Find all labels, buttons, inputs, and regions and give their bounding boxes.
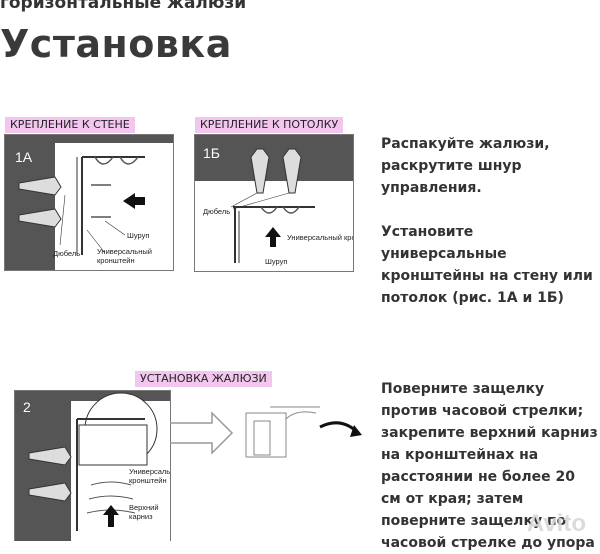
fig1b-bracket-label: Универсальный кронштейн (287, 233, 353, 242)
fig1b-tag: КРЕПЛЕНИЕ К ПОТОЛКУ (195, 117, 344, 133)
fig1a-dowel-label: Дюбель (53, 249, 81, 258)
fig2-number: 2 (23, 399, 31, 415)
fig1a-drawing (5, 135, 173, 270)
fig1a-panel: 1А Шуруп Дюбель Универсальный кронштейн (4, 134, 174, 271)
fig2-cornice-label: Верхний карниз (129, 503, 159, 521)
fig1a-bracket-label: Универсальный кронштейн (97, 247, 152, 265)
page-title: Установка (0, 22, 232, 66)
fig1a-number: 1А (15, 149, 33, 165)
fig2-latch-detail (170, 406, 362, 458)
fig1b-drawing (195, 135, 353, 263)
fig1b-screw-label: Шуруп (265, 257, 288, 266)
instructions-block-1: Распакуйте жалюзи, раскрутите шнур управ… (381, 133, 599, 309)
fig1b-panel: 1Б Дюбель Универсальный кронштейн Шуруп (194, 134, 354, 272)
instruction-step-2: Установите универсальные кронштейны на с… (381, 224, 593, 306)
instruction-step-1: Распакуйте жалюзи, раскрутите шнур управ… (381, 136, 550, 196)
fig1b-dowel-label: Дюбель (203, 207, 231, 216)
category-label: горизонтальные жалюзи (0, 0, 247, 13)
fig1b-number: 1Б (203, 145, 220, 161)
fig2-drawing (15, 391, 170, 541)
fig2-tag: УСТАНОВКА ЖАЛЮЗИ (135, 371, 272, 387)
fig1a-screw-label: Шуруп (127, 231, 150, 240)
fig1a-tag: КРЕПЛЕНИЕ К СТЕНЕ (5, 117, 135, 133)
fig2-bracket-label: Универсальный кронштейн (129, 467, 171, 485)
watermark: Avito (526, 510, 586, 537)
fig2-panel: 2 Универсальный кронштейн Верхний карниз (14, 390, 171, 541)
